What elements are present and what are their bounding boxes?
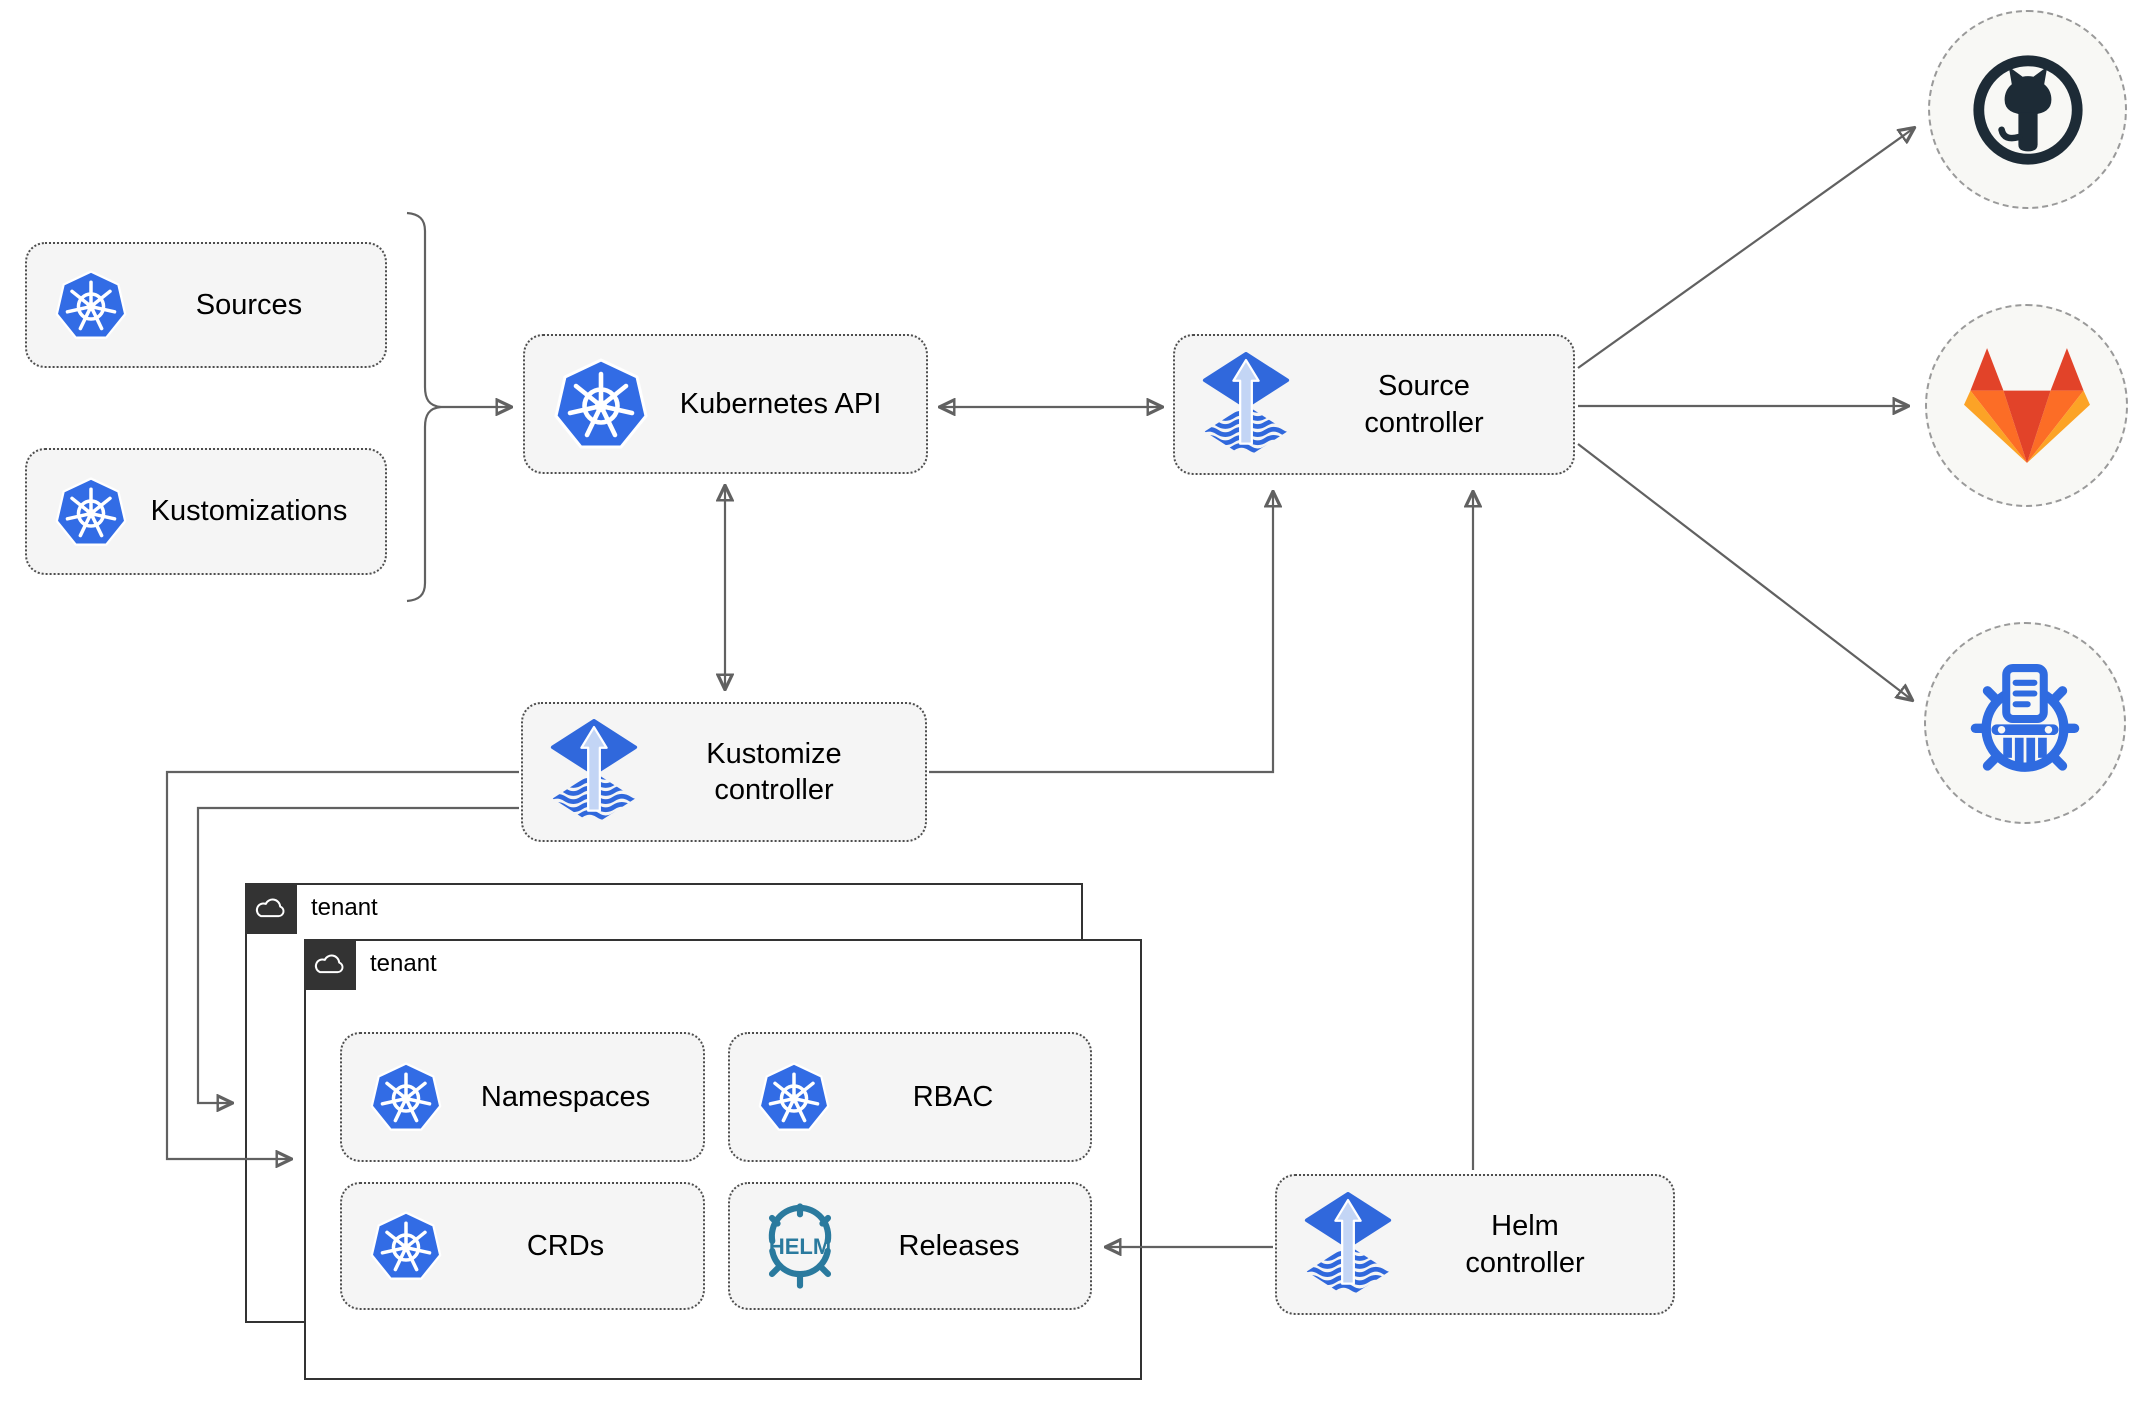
cloud-icon (253, 895, 289, 922)
helm-wordmark: HELM (769, 1234, 831, 1259)
node-label: Helm controller (1465, 1210, 1585, 1279)
flux-icon (1303, 1192, 1393, 1298)
cloud-badge (303, 938, 356, 990)
node-releases: HELM Releases (728, 1182, 1092, 1310)
node-label: Kubernetes API (679, 387, 882, 420)
node-label: RBAC (912, 1080, 994, 1113)
flux-icon (1201, 352, 1291, 458)
node-kustomize-controller: Kustomize controller (521, 702, 927, 842)
node-label: Sources (195, 288, 303, 321)
node-kustomizations: Kustomizations (25, 448, 387, 575)
node-rbac: RBAC (728, 1032, 1092, 1162)
tenant-label: tenant (370, 950, 437, 977)
gitlab-icon (1963, 347, 2091, 465)
cloud-icon (312, 951, 348, 978)
node-kubernetes-api: Kubernetes API (523, 334, 928, 474)
kubernetes-icon (368, 1059, 444, 1135)
helm-icon: HELM (756, 1202, 844, 1290)
node-label: Kustomizations (150, 495, 348, 528)
edge-kustomize-controller-source-controller (929, 492, 1273, 774)
flux-icon (549, 719, 639, 825)
kubernetes-icon (756, 1059, 832, 1135)
node-label: Namespaces (480, 1080, 651, 1113)
endpoint-github (1928, 10, 2127, 209)
kubernetes-icon (368, 1208, 444, 1284)
node-crds: CRDs (340, 1182, 705, 1310)
node-label: Releases (898, 1229, 1020, 1262)
edge-source-controller-chartmuseum (1577, 443, 1912, 700)
github-icon (1968, 50, 2088, 170)
tenant-label: tenant (311, 894, 378, 921)
node-source-controller: Source controller (1173, 334, 1575, 475)
kubernetes-icon (53, 267, 129, 343)
endpoint-gitlab (1925, 304, 2128, 507)
kubernetes-icon (551, 354, 651, 454)
endpoint-chartmuseum (1924, 622, 2126, 824)
grouping-brace (406, 211, 442, 603)
node-label: Source controller (1364, 370, 1484, 439)
node-sources: Sources (25, 242, 387, 368)
node-label: Kustomize controller (706, 737, 842, 806)
edge-source-controller-github (1577, 128, 1914, 369)
kubernetes-icon (53, 474, 129, 550)
node-label: CRDs (526, 1229, 605, 1262)
node-helm-controller: Helm controller (1275, 1174, 1675, 1315)
cloud-badge (244, 882, 297, 934)
node-namespaces: Namespaces (340, 1032, 705, 1162)
chartmuseum-icon (1958, 656, 2092, 790)
